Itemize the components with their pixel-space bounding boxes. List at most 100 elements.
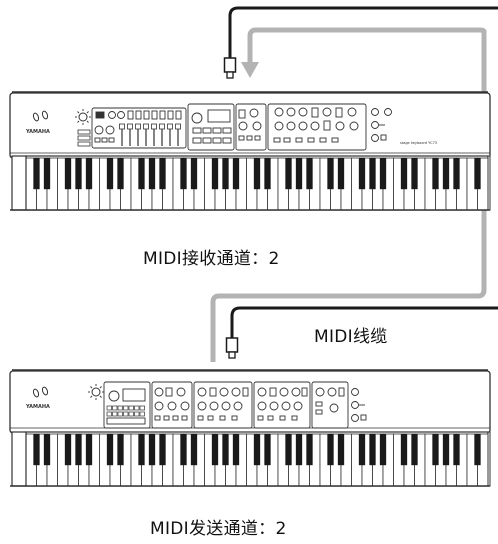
- top-black-key: [117, 158, 123, 189]
- drawbar-cap: [176, 124, 181, 129]
- bottom-black-key: [222, 434, 228, 465]
- midi-cable-caption: MIDI线缆: [314, 322, 388, 347]
- drawbar-cap: [128, 124, 133, 129]
- panel-button: [107, 412, 112, 416]
- drawbar-cap: [136, 124, 141, 129]
- bottom-keys: [26, 434, 488, 486]
- top-model-name: stage keyboard YC73: [400, 141, 437, 145]
- panel-button: [140, 412, 145, 416]
- top-keyboard-body: [10, 93, 490, 158]
- bottom-black-key: [212, 434, 218, 465]
- drawbar-cap: [168, 124, 173, 129]
- bottom-black-key: [44, 434, 50, 465]
- panel-button: [124, 406, 129, 410]
- bottom-black-key: [453, 434, 459, 465]
- midi-plug-tip-black-top: [227, 72, 233, 78]
- top-black-key: [86, 158, 92, 189]
- panel-button: [135, 406, 140, 410]
- bottom-yamaha-logo: YAMAHA: [25, 404, 50, 410]
- midi-cable-black-top: [230, 8, 498, 58]
- bottom-black-key: [65, 434, 71, 465]
- midi-plug-black-bottom: [227, 338, 238, 352]
- top-black-key: [107, 158, 113, 189]
- top-black-key: [212, 158, 218, 189]
- top-black-key: [264, 158, 270, 189]
- bottom-black-key: [338, 434, 344, 465]
- bottom-black-key: [117, 434, 123, 465]
- top-black-key: [411, 158, 417, 189]
- bottom-black-key: [86, 434, 92, 465]
- top-black-key: [44, 158, 50, 189]
- top-black-key: [296, 158, 302, 189]
- top-black-key: [191, 158, 197, 189]
- top-black-key: [453, 158, 459, 189]
- bottom-black-key: [75, 434, 81, 465]
- panel-button: [113, 406, 118, 410]
- top-black-key: [306, 158, 312, 189]
- bottom-black-key: [254, 434, 260, 465]
- bottom-black-key: [233, 434, 239, 465]
- arrow-down-icon: [241, 62, 259, 78]
- panel-button: [118, 406, 123, 410]
- top-black-key: [180, 158, 186, 189]
- bottom-black-key: [401, 434, 407, 465]
- bottom-black-key: [138, 434, 144, 465]
- top-black-key: [222, 158, 228, 189]
- panel-button: [135, 412, 140, 416]
- top-black-key: [474, 158, 480, 189]
- bottom-black-key: [443, 434, 449, 465]
- bottom-black-key: [369, 434, 375, 465]
- bottom-black-key: [191, 434, 197, 465]
- midi-plug-black-top: [225, 58, 236, 72]
- drawbar-cap: [120, 124, 125, 129]
- top-black-key: [432, 158, 438, 189]
- bottom-black-key: [180, 434, 186, 465]
- bottom-black-key: [432, 434, 438, 465]
- panel-button: [107, 406, 112, 410]
- panel-button: [118, 412, 123, 416]
- bottom-black-key: [411, 434, 417, 465]
- top-keyboard: YAMAHA: [10, 92, 490, 210]
- bottom-black-key: [380, 434, 386, 465]
- bottom-black-key: [149, 434, 155, 465]
- top-black-key: [233, 158, 239, 189]
- panel-button: [124, 412, 129, 416]
- top-black-key: [401, 158, 407, 189]
- top-black-key: [75, 158, 81, 189]
- top-black-key: [138, 158, 144, 189]
- top-black-key: [65, 158, 71, 189]
- top-keys: [26, 158, 488, 210]
- bottom-black-key: [474, 434, 480, 465]
- midi-plug-tip-black-bottom: [229, 352, 235, 358]
- top-black-key: [149, 158, 155, 189]
- bottom-black-key: [296, 434, 302, 465]
- midi-cable-gray-top: [250, 30, 484, 62]
- bottom-black-key: [285, 434, 291, 465]
- drawbar-cap: [152, 124, 157, 129]
- bottom-black-key: [306, 434, 312, 465]
- panel-button: [140, 406, 145, 410]
- top-black-key: [327, 158, 333, 189]
- bottom-black-key: [107, 434, 113, 465]
- top-black-key: [285, 158, 291, 189]
- bottom-black-key: [33, 434, 39, 465]
- top-black-key: [359, 158, 365, 189]
- bottom-black-key: [159, 434, 165, 465]
- panel-button: [129, 412, 134, 416]
- drawbar-cap: [144, 124, 149, 129]
- top-black-key: [159, 158, 165, 189]
- top-black-key: [254, 158, 260, 189]
- bottom-black-key: [327, 434, 333, 465]
- top-black-key: [33, 158, 39, 189]
- bottom-keyboard: YAMAHA: [10, 370, 490, 486]
- panel-button: [113, 412, 118, 416]
- panel-button: [129, 406, 134, 410]
- top-black-key: [380, 158, 386, 189]
- top-yamaha-logo: YAMAHA: [25, 129, 50, 135]
- bottom-keyboard-body: [10, 371, 490, 433]
- top-keyboard-caption: MIDI接收通道：2: [143, 244, 280, 269]
- top-black-key: [338, 158, 344, 189]
- top-black-key: [369, 158, 375, 189]
